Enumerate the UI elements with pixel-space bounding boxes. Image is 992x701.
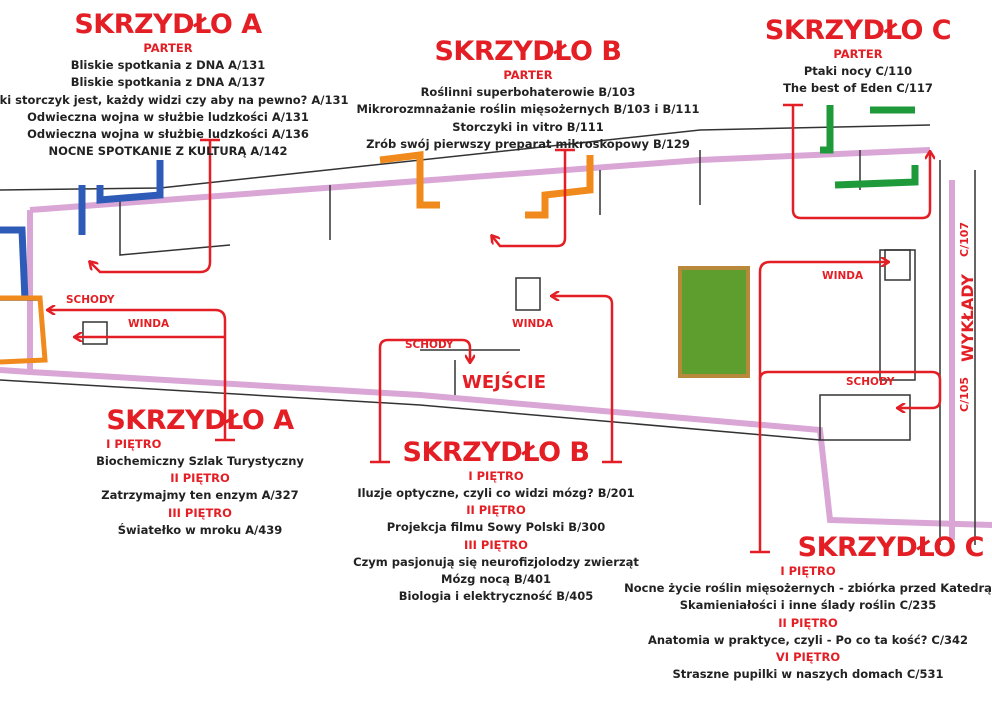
- event-item: Nocne życie roślin mięsożernych - zbiórk…: [624, 581, 992, 595]
- event-item: Bliskie spotkania z DNA A/131: [70, 58, 266, 72]
- floor-label: II PIĘTRO: [778, 615, 838, 630]
- event-item: Iluzje optyczne, czyli co widzi mózg? B/…: [357, 486, 635, 500]
- event-item: Projekcja filmu Sowy Polski B/300: [386, 520, 606, 535]
- direction-arrows: [48, 103, 942, 554]
- event-item: Odwieczna wojna w służbie ludzkości A/13…: [27, 127, 309, 142]
- event-item: Biochemiczny Szlak Turystyczny: [96, 454, 304, 468]
- event-item: Jaki storczyk jest, każdy widzi czy aby …: [0, 92, 349, 107]
- event-item: The best of Eden C/117: [783, 81, 933, 96]
- event-item: Bliskie spotkania z DNA A/137: [70, 75, 266, 90]
- wing-b-parter-block: SKRZYDŁO B PARTER Roślinni superbohatero…: [357, 37, 700, 153]
- entrance-label: WEJŚCIE: [462, 372, 547, 393]
- wing-a-stair-outline: [0, 295, 48, 365]
- wing-a-outline: [0, 160, 164, 301]
- wing-b-outline: [379, 151, 594, 219]
- wing-c-outline: [820, 105, 919, 189]
- event-item: Skamieniałości i inne ślady roślin C/235: [679, 598, 937, 613]
- event-item: Zatrzymajmy ten enzym A/327: [101, 488, 299, 503]
- elevator-label-b: WINDA: [512, 318, 554, 330]
- wing-a-upper-block: SKRZYDŁO A I PIĘTRO Biochemiczny Szlak T…: [96, 406, 304, 539]
- stairs-label-b: SCHODY: [405, 339, 454, 351]
- floor-label: II PIĘTRO: [466, 503, 526, 518]
- floor-label: I PIĘTRO: [106, 437, 162, 451]
- wing-title: SKRZYDŁO B: [434, 36, 622, 67]
- wing-title: SKRZYDŁO A: [106, 405, 294, 436]
- elevator-label-a: WINDA: [128, 318, 170, 330]
- floor-label: III PIĘTRO: [168, 505, 232, 520]
- event-item: Światełko w mroku A/439: [117, 522, 283, 537]
- event-item: Roślinni superbohaterowie B/103: [420, 85, 636, 99]
- event-item: Ptaki nocy C/110: [803, 64, 913, 78]
- elevator-label-c: WINDA: [822, 270, 864, 282]
- event-item: Storczyki in vitro B/111: [452, 119, 604, 134]
- floor-label: VI PIĘTRO: [775, 649, 841, 664]
- room-label-c105: C/105: [958, 376, 971, 412]
- wing-title: SKRZYDŁO A: [74, 9, 262, 40]
- event-item: Czym pasjonują się neurofizjolodzy zwier…: [353, 554, 639, 569]
- wing-title: SKRZYDŁO C: [797, 532, 985, 563]
- floor-label: I PIĘTRO: [468, 469, 524, 483]
- lectures-label: WYKŁADY: [958, 274, 977, 362]
- floor-label: I PIĘTRO: [780, 564, 836, 578]
- floor-label: II PIĘTRO: [170, 471, 230, 486]
- floor-label: PARTER: [833, 47, 883, 61]
- wing-b-upper-block: SKRZYDŁO B I PIĘTRO Iluzje optyczne, czy…: [353, 438, 639, 605]
- courtyard-green: [678, 266, 750, 378]
- floor-label: PARTER: [143, 41, 193, 55]
- event-item: Mózg nocą B/401: [441, 571, 551, 586]
- event-item: Straszne pupilki w naszych domach C/531: [672, 666, 944, 681]
- floor-label: PARTER: [503, 68, 553, 82]
- stairs-label-a: SCHODY: [66, 294, 115, 306]
- wing-title: SKRZYDŁO B: [402, 437, 590, 468]
- room-label-c107: C/107: [958, 221, 971, 257]
- wing-c-upper-block: SKRZYDŁO C I PIĘTRO Nocne życie roślin m…: [624, 533, 992, 683]
- event-item: Mikrorozmnażanie roślin mięsożernych B/1…: [356, 102, 700, 117]
- event-item: Anatomia w praktyce, czyli - Po co ta ko…: [647, 632, 969, 647]
- event-item: NOCNE SPOTKANIE Z KULTURĄ A/142: [48, 144, 288, 159]
- wing-a-parter-block: SKRZYDŁO A PARTER Bliskie spotkania z DN…: [0, 10, 348, 161]
- event-item: Biologia i elektryczność B/405: [398, 589, 594, 604]
- wing-title: SKRZYDŁO C: [764, 15, 952, 46]
- event-item: Zrób swój pierwszy preparat mikroskopowy…: [366, 136, 690, 151]
- event-item: Odwieczna wojna w służbie ludzkości A/13…: [27, 109, 309, 124]
- stairs-label-c: SCHODY: [846, 376, 895, 388]
- wing-c-parter-block: SKRZYDŁO C PARTER Ptaki nocy C/110 The b…: [764, 15, 952, 98]
- floor-label: III PIĘTRO: [464, 537, 528, 552]
